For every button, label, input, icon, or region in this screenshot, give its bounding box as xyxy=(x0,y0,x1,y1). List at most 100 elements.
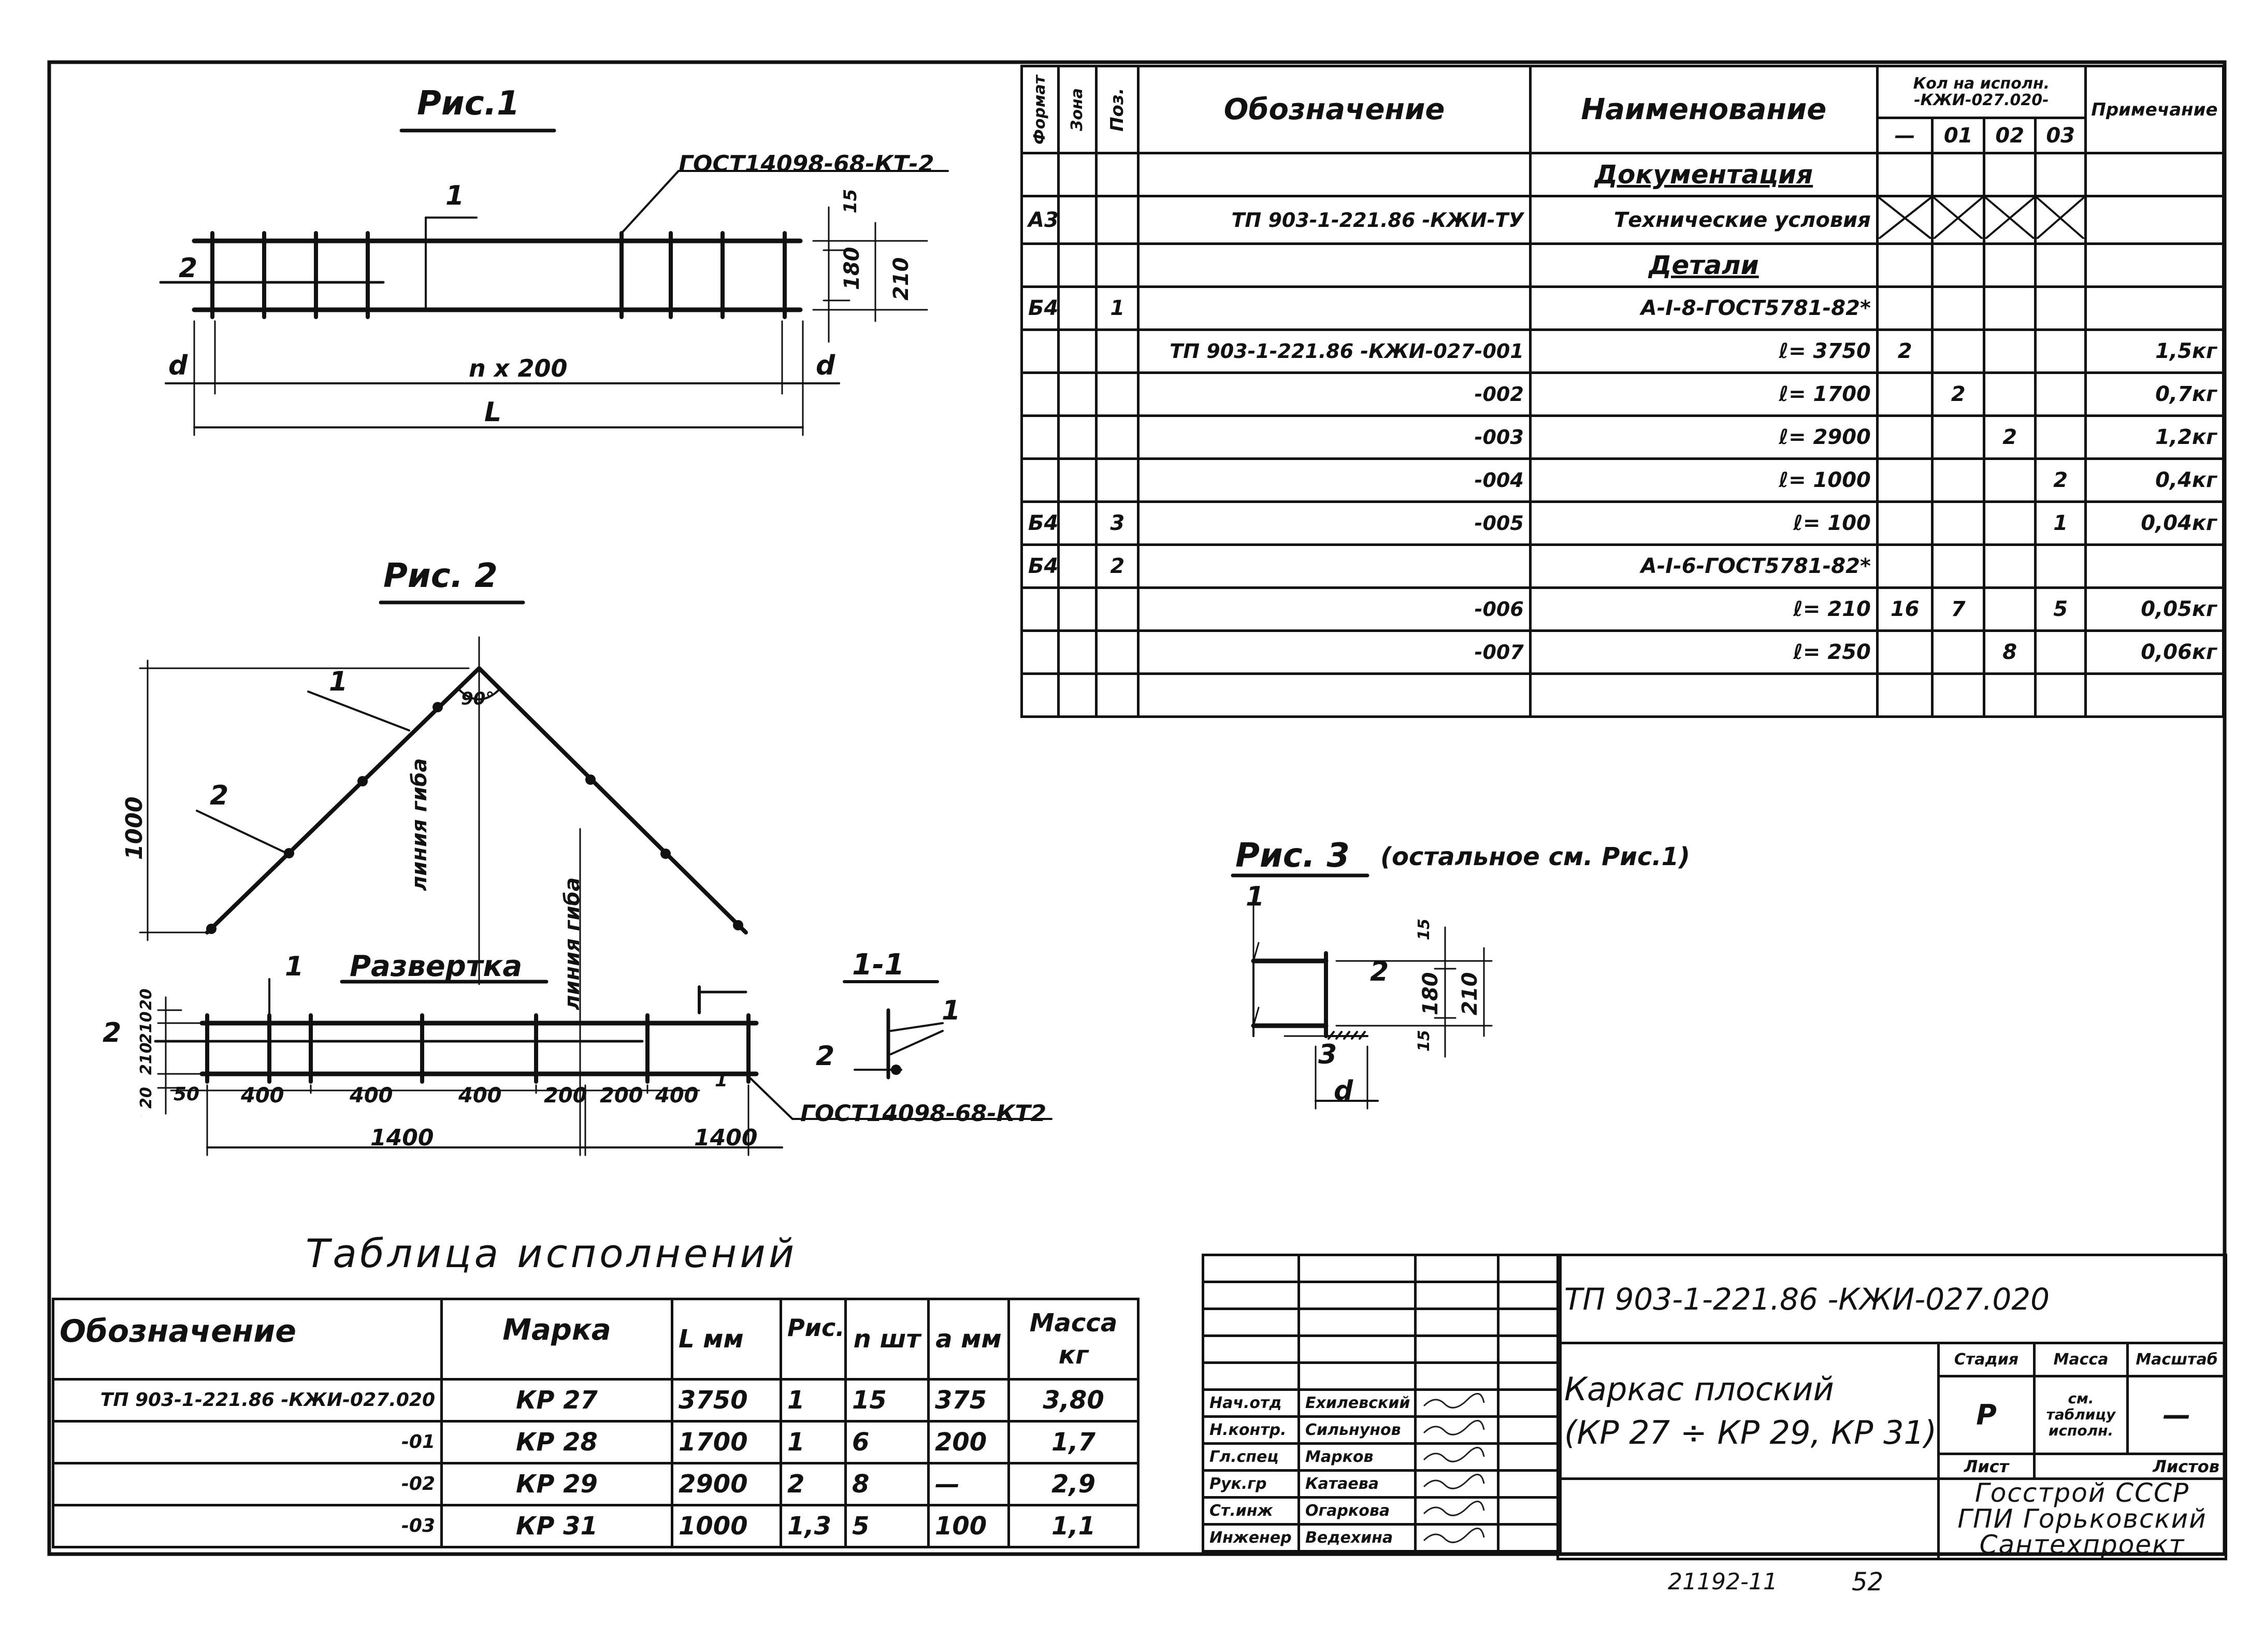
signature-image xyxy=(1414,1442,1499,1472)
spec-cell-k-0 xyxy=(1876,152,1934,197)
fig2-seg-3: 200 xyxy=(544,1084,587,1108)
spec-cell-k-3: 2 xyxy=(2034,457,2087,503)
spec-cell-k-1 xyxy=(1931,457,1985,503)
spec-cell-k-1 xyxy=(1931,414,1985,460)
stamp-sign-cell xyxy=(1297,1334,1417,1364)
spec-cell-n: Документация xyxy=(1528,152,1879,197)
spec-header-oboznachenie: Обозначение xyxy=(1137,65,1532,154)
spec-cell-k-3 xyxy=(2034,629,2087,675)
stamp-sign-cell xyxy=(1202,1254,1300,1283)
fig1-gost-label: ГОСТ14098-68-КТ-2 xyxy=(679,151,934,177)
fig2-seg-1: 400 xyxy=(350,1084,393,1108)
stamp-sign-row xyxy=(1202,1308,1562,1337)
spec-cell-m: 0,05кг xyxy=(2084,586,2225,632)
spec-cell-k-2: 2 xyxy=(1982,414,2037,460)
spec-cell-f xyxy=(1020,242,1060,288)
spec-cell-z xyxy=(1057,500,1098,546)
spec-header-v2: 02 xyxy=(1982,117,2037,154)
stamp-listov: Листов xyxy=(2033,1453,2227,1480)
fig3-pos3: 3 xyxy=(1318,1039,1337,1070)
signature-image xyxy=(1414,1415,1499,1445)
spec-cell-f xyxy=(1020,152,1060,197)
stamp-list: Лист xyxy=(1937,1453,2036,1480)
stamp-sign-cell xyxy=(1497,1415,1562,1445)
spec-cell-z xyxy=(1057,285,1098,331)
spec-cell-k-2 xyxy=(1982,586,2037,632)
fig2-pos2: 2 xyxy=(210,780,229,811)
spec-cell-k-3 xyxy=(2034,414,2087,460)
fig2-title: Рис. 2 xyxy=(383,557,498,595)
spec-cell-k-3 xyxy=(2034,371,2087,417)
ispoln-cell-5: 200 xyxy=(927,1420,1010,1464)
spec-cell-k-2 xyxy=(1982,672,2037,718)
stamp-sign-row xyxy=(1202,1281,1562,1310)
ispoln-cell-1: КР 31 xyxy=(440,1504,673,1548)
fig2-dim-left-1: 210 xyxy=(137,1011,155,1044)
spec-cell-m: 0,04кг xyxy=(2084,500,2225,546)
spec-cell-m xyxy=(2084,195,2225,245)
ispoln-cell-3: 1 xyxy=(780,1420,847,1464)
spec-cell-k-0 xyxy=(1876,371,1934,417)
stamp-sign-cell: Инженер xyxy=(1202,1523,1300,1553)
spec-cell-k-3 xyxy=(2034,152,2087,197)
fig1-dim-15: 15 xyxy=(840,189,861,213)
spec-cell-p xyxy=(1095,586,1140,632)
fig2-dim-50: 50 xyxy=(174,1084,200,1105)
spec-cell-n: ℓ= 250 xyxy=(1528,629,1879,675)
spec-cell-p xyxy=(1095,242,1140,288)
spec-cell-p xyxy=(1095,414,1140,460)
stamp-name-line2: (КР 27 ÷ КР 29, КР 31) xyxy=(1564,1413,1937,1452)
spec-cell-k-0: 2 xyxy=(1876,328,1934,374)
spec-cell-k-1: 7 xyxy=(1931,586,1985,632)
ispoln-title: Таблица исполнений xyxy=(306,1230,798,1276)
spec-header-v0: — xyxy=(1876,117,1934,154)
spec-cell-f xyxy=(1020,457,1060,503)
spec-cell-m xyxy=(2084,672,2225,718)
stamp-massa: см. таблицу исполн. xyxy=(2033,1375,2129,1455)
spec-cell-k-3 xyxy=(2034,195,2087,245)
fig2-bend-line-2: линия гиба xyxy=(560,877,584,1010)
spec-header-v3: 03 xyxy=(2034,117,2087,154)
spec-cell-o xyxy=(1137,285,1532,331)
spec-cell-z xyxy=(1057,195,1098,245)
stamp-org-line1: Госстрой СССР xyxy=(1974,1478,2190,1508)
stamp-h-massa: Масса xyxy=(2033,1342,2129,1377)
stamp-sign-cell xyxy=(1497,1361,1562,1391)
spec-cell-k-2 xyxy=(1982,371,2037,417)
cross-mark-icon xyxy=(1935,198,1982,239)
fig1-pos2: 2 xyxy=(179,253,198,284)
spec-cell-k-0 xyxy=(1876,414,1934,460)
stamp-name: Каркас плоский (КР 27 ÷ КР 29, КР 31) xyxy=(1556,1342,1940,1480)
spec-cell-m: 1,2кг xyxy=(2084,414,2225,460)
stamp-sign-cell xyxy=(1297,1254,1417,1283)
spec-cell-k-1 xyxy=(1931,195,1985,245)
fig3-note: (остальное см. Рис.1) xyxy=(1380,842,1690,871)
spec-cell-n: Технические условия xyxy=(1528,195,1879,245)
spec-cell-m xyxy=(2084,543,2225,589)
spec-cell-o: -007 xyxy=(1137,629,1532,675)
fig2-seg-5: 400 xyxy=(655,1084,699,1108)
cross-mark-icon xyxy=(2038,198,2083,239)
spec-cell-o: -002 xyxy=(1137,371,1532,417)
stamp-sign-row: Н.контр.Сильнунов xyxy=(1202,1415,1562,1445)
fig2-pos1: 1 xyxy=(329,666,348,697)
spec-cell-o xyxy=(1137,242,1532,288)
ispoln-cell-1: КР 27 xyxy=(440,1378,673,1423)
spec-row xyxy=(1020,672,2225,718)
ispoln-cell-4: 8 xyxy=(844,1462,930,1506)
spec-cell-k-2 xyxy=(1982,543,2037,589)
stamp-sign-row xyxy=(1202,1334,1562,1364)
fig2-dim-left-3: 20 xyxy=(137,1087,155,1109)
fig3-pos2: 2 xyxy=(1370,956,1389,987)
ispoln-cell-4: 15 xyxy=(844,1378,930,1423)
spec-cell-p: 2 xyxy=(1095,543,1140,589)
spec-cell-k-0 xyxy=(1876,629,1934,675)
fig2-dim-left-2: 210 xyxy=(137,1042,155,1075)
fig2-seg-2: 400 xyxy=(458,1084,502,1108)
